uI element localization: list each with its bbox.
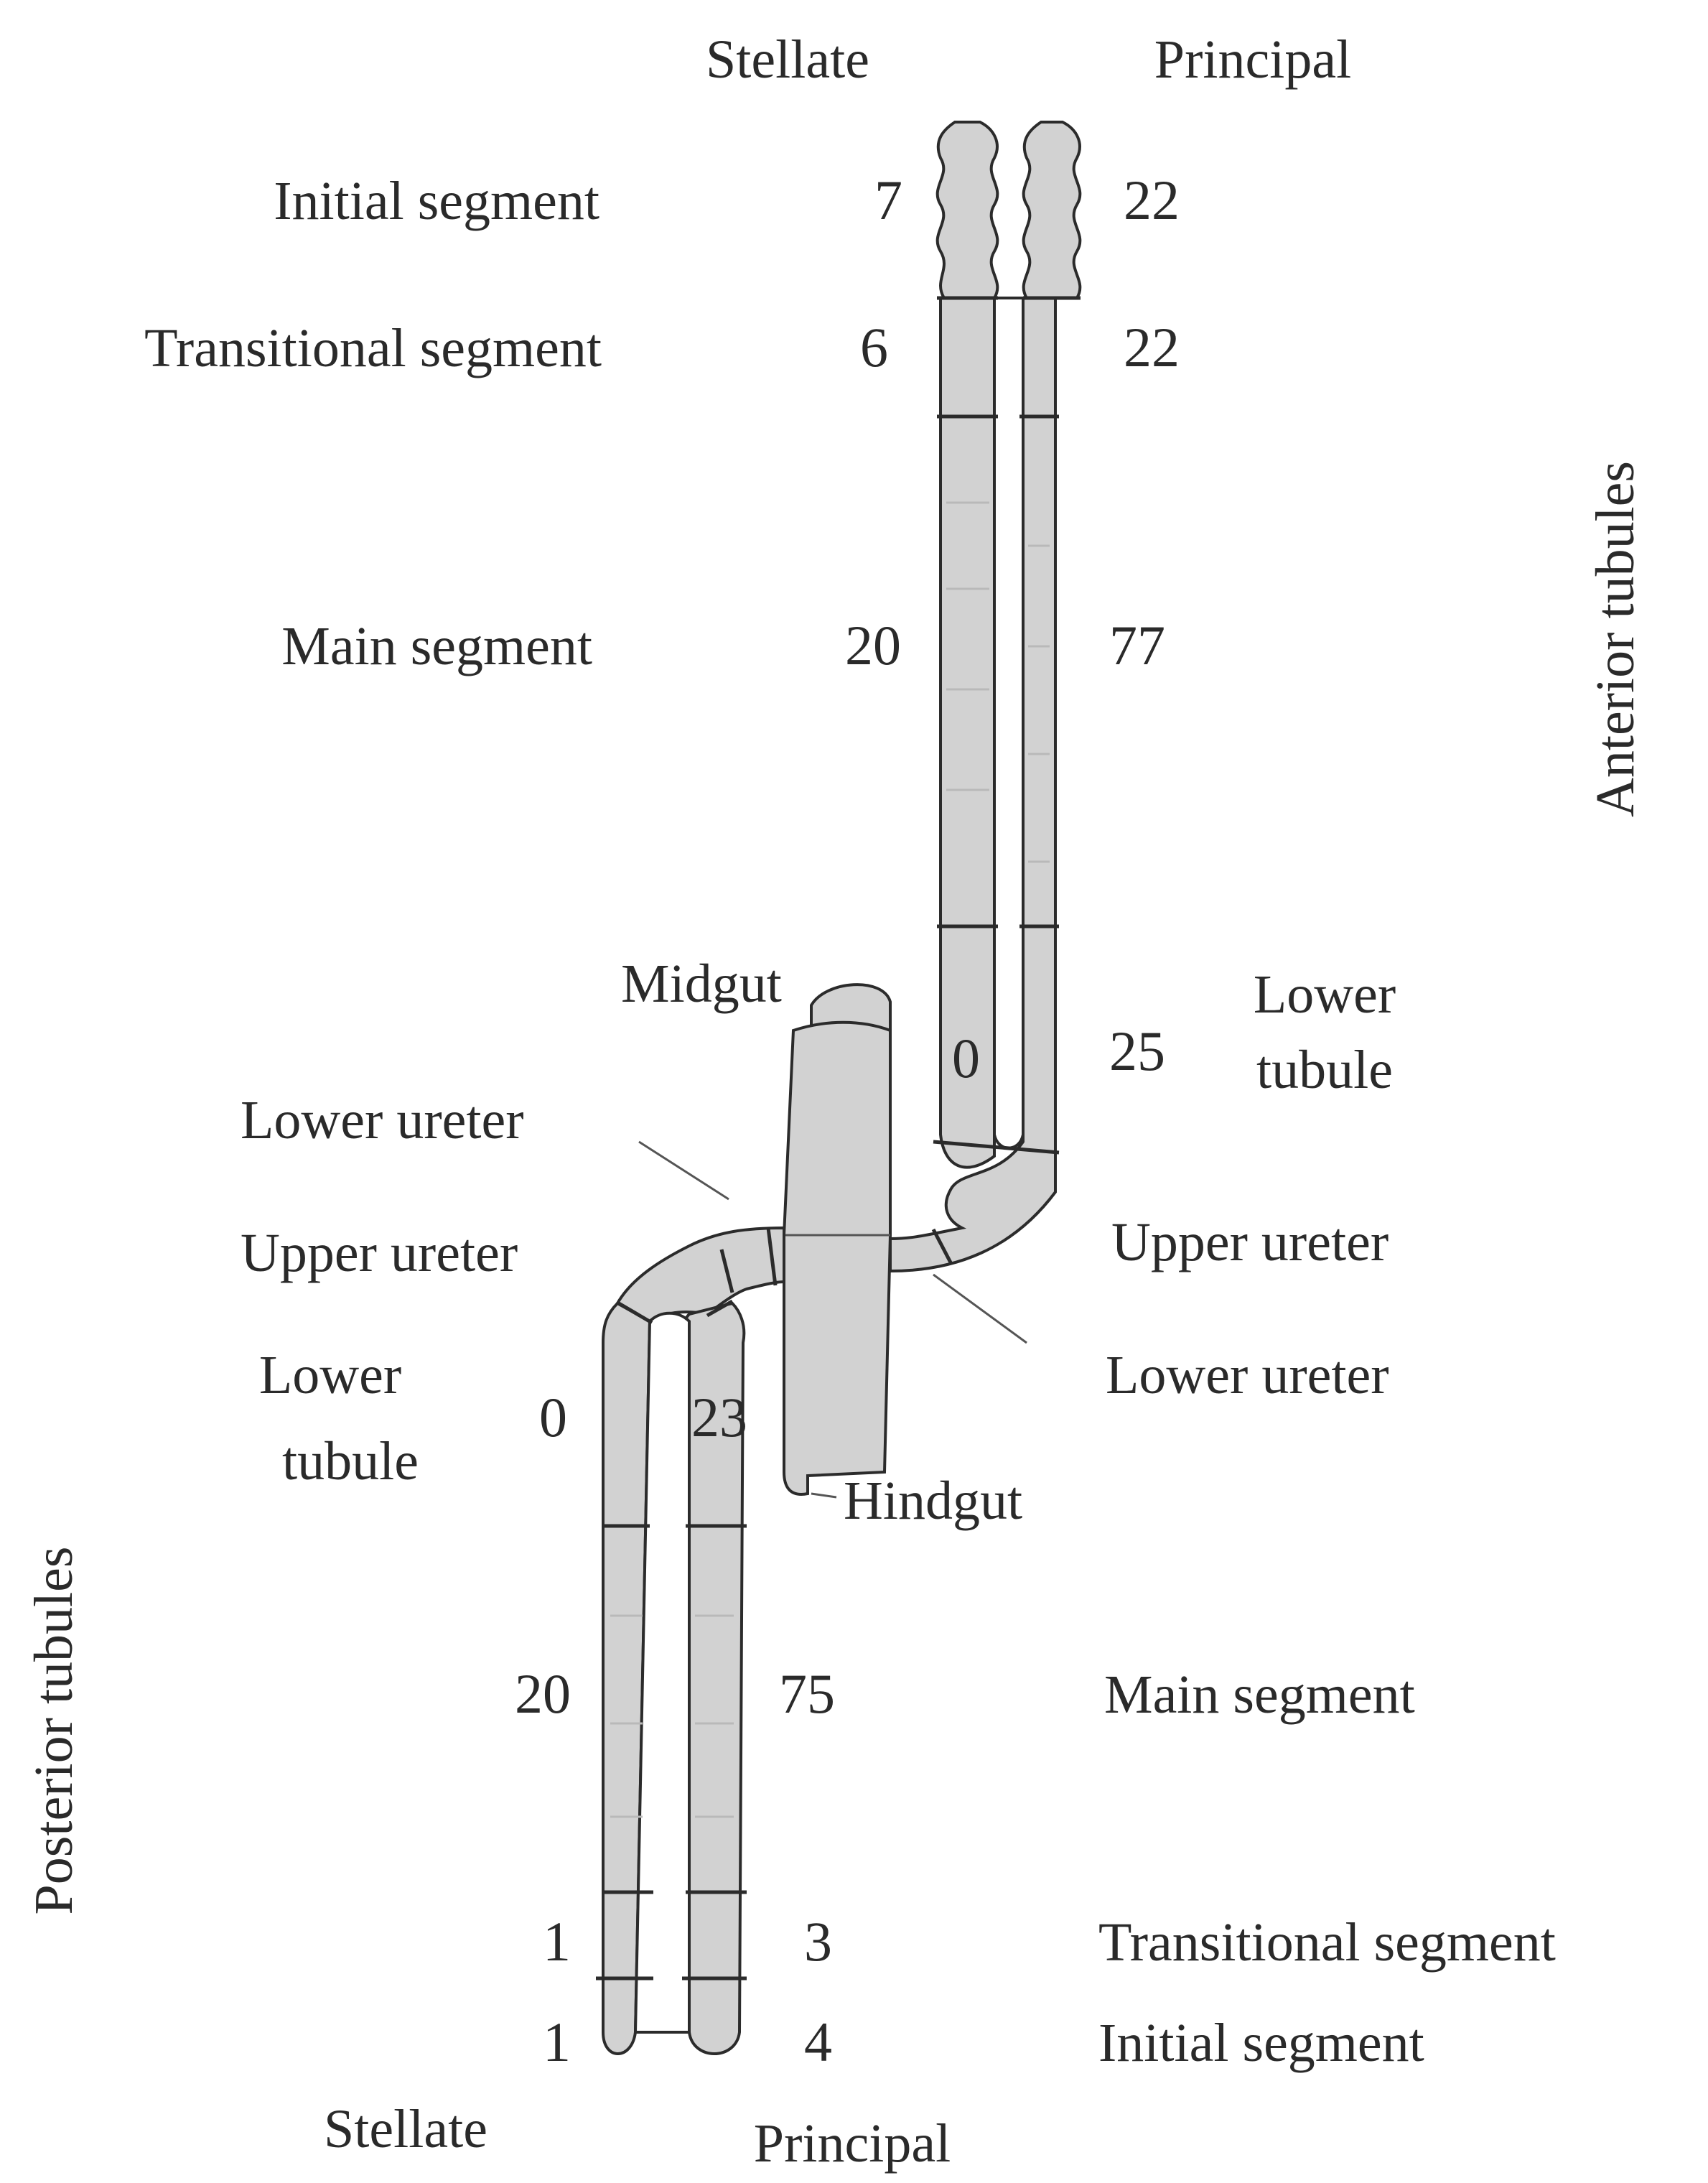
anterior-initial-segment-label: Initial segment bbox=[274, 171, 599, 231]
anterior-lumen bbox=[994, 298, 1023, 1148]
side-label-posterior: Posterior tubules bbox=[24, 1547, 84, 1915]
anterior-initial-stellate-count: 7 bbox=[874, 169, 902, 231]
posterior-ureter bbox=[617, 1228, 784, 1321]
hindgut-label: Hindgut bbox=[844, 1471, 1022, 1531]
side-label-anterior: Anterior tubules bbox=[1585, 461, 1646, 817]
posterior-main-segment-label: Main segment bbox=[1104, 1665, 1415, 1725]
anterior-transitional-principal-count: 22 bbox=[1124, 316, 1180, 378]
pointer-hindgut bbox=[811, 1494, 836, 1497]
anterior-main-principal-count: 77 bbox=[1109, 614, 1165, 676]
anterior-transitional-segment-label: Transitional segment bbox=[144, 318, 602, 378]
header-principal-bottom: Principal bbox=[754, 2113, 951, 2174]
anterior-main-stellate-count: 20 bbox=[845, 614, 901, 676]
pointer-lower-ureter-posterior bbox=[639, 1142, 729, 1199]
posterior-upper-ureter-label: Upper ureter bbox=[241, 1223, 518, 1283]
posterior-initial-principal-count: 4 bbox=[804, 2011, 832, 2073]
anterior-lower-tubule-stellate-count: 0 bbox=[952, 1027, 980, 1089]
posterior-lower-tubule-label-2: tubule bbox=[282, 1431, 419, 1491]
anterior-lower-tubule-principal-count: 25 bbox=[1109, 1020, 1165, 1082]
posterior-lower-tubule-label-1: Lower bbox=[259, 1345, 401, 1405]
header-stellate-top: Stellate bbox=[706, 29, 869, 90]
pointer-lower-ureter-anterior bbox=[933, 1275, 1027, 1343]
anterior-principal-initial-bulb bbox=[1024, 122, 1081, 298]
posterior-lower-tubule-principal-count: 23 bbox=[691, 1386, 747, 1448]
header-principal-top: Principal bbox=[1154, 29, 1351, 90]
anterior-main-segment-label: Main segment bbox=[281, 616, 592, 676]
header-stellate-bottom: Stellate bbox=[324, 2099, 487, 2159]
anterior-stellate-initial-bulb bbox=[938, 122, 998, 298]
midgut-label: Midgut bbox=[621, 954, 782, 1014]
anterior-lower-tubule-label-1: Lower bbox=[1254, 964, 1396, 1025]
anterior-lower-tubule-label-2: tubule bbox=[1256, 1040, 1393, 1100]
posterior-transitional-principal-count: 3 bbox=[804, 1910, 832, 1973]
posterior-main-principal-count: 75 bbox=[779, 1662, 835, 1725]
posterior-transitional-segment-label: Transitional segment bbox=[1098, 1912, 1556, 1973]
posterior-tubules bbox=[596, 1228, 784, 2054]
posterior-transitional-stellate-count: 1 bbox=[543, 1910, 571, 1973]
posterior-lower-tubule-stellate-count: 0 bbox=[539, 1386, 567, 1448]
posterior-initial-segment-label: Initial segment bbox=[1098, 2013, 1424, 2073]
anterior-tubules bbox=[890, 122, 1081, 1271]
anterior-lower-ureter-label: Lower ureter bbox=[1106, 1345, 1389, 1405]
anterior-upper-ureter-label: Upper ureter bbox=[1111, 1212, 1389, 1272]
anterior-initial-principal-count: 22 bbox=[1124, 169, 1180, 231]
anterior-transitional-stellate-count: 6 bbox=[860, 316, 888, 378]
gut bbox=[784, 985, 890, 1494]
posterior-main-stellate-count: 20 bbox=[515, 1662, 571, 1725]
posterior-lower-ureter-label: Lower ureter bbox=[241, 1090, 524, 1150]
posterior-initial-stellate-count: 1 bbox=[543, 2011, 571, 2073]
gut-body bbox=[784, 1023, 890, 1494]
